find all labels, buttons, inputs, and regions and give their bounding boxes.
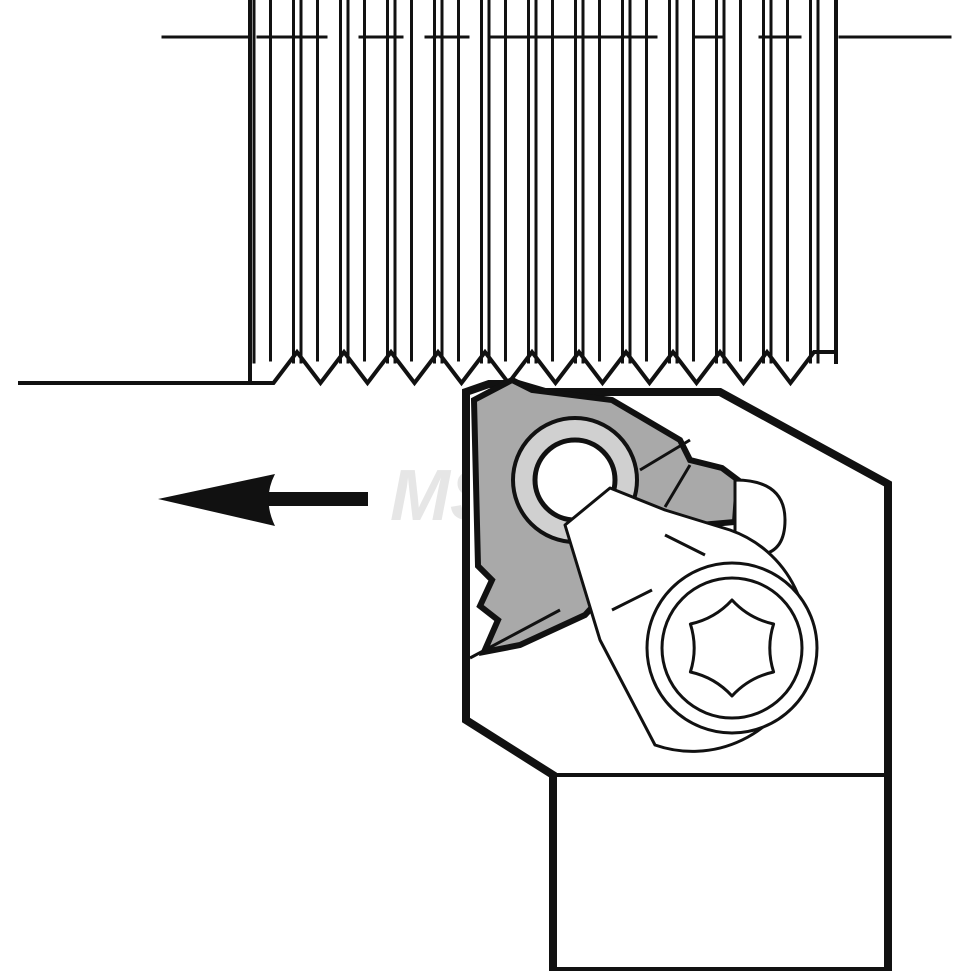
thread-profile bbox=[248, 348, 838, 387]
threaded-workpiece bbox=[18, 0, 952, 387]
thread-crest-lines bbox=[252, 0, 820, 364]
insert-edge-line-2 bbox=[663, 464, 692, 508]
clamp-edge-line bbox=[611, 588, 653, 612]
clamp-edge-line-2 bbox=[664, 533, 706, 557]
threading-tool-holder bbox=[462, 376, 892, 971]
arrow-left-icon bbox=[158, 474, 275, 526]
insert-edge-line bbox=[639, 438, 691, 472]
torx-icon bbox=[688, 598, 776, 698]
feed-direction-arrow bbox=[158, 474, 368, 526]
insert-seat-line bbox=[469, 608, 561, 660]
